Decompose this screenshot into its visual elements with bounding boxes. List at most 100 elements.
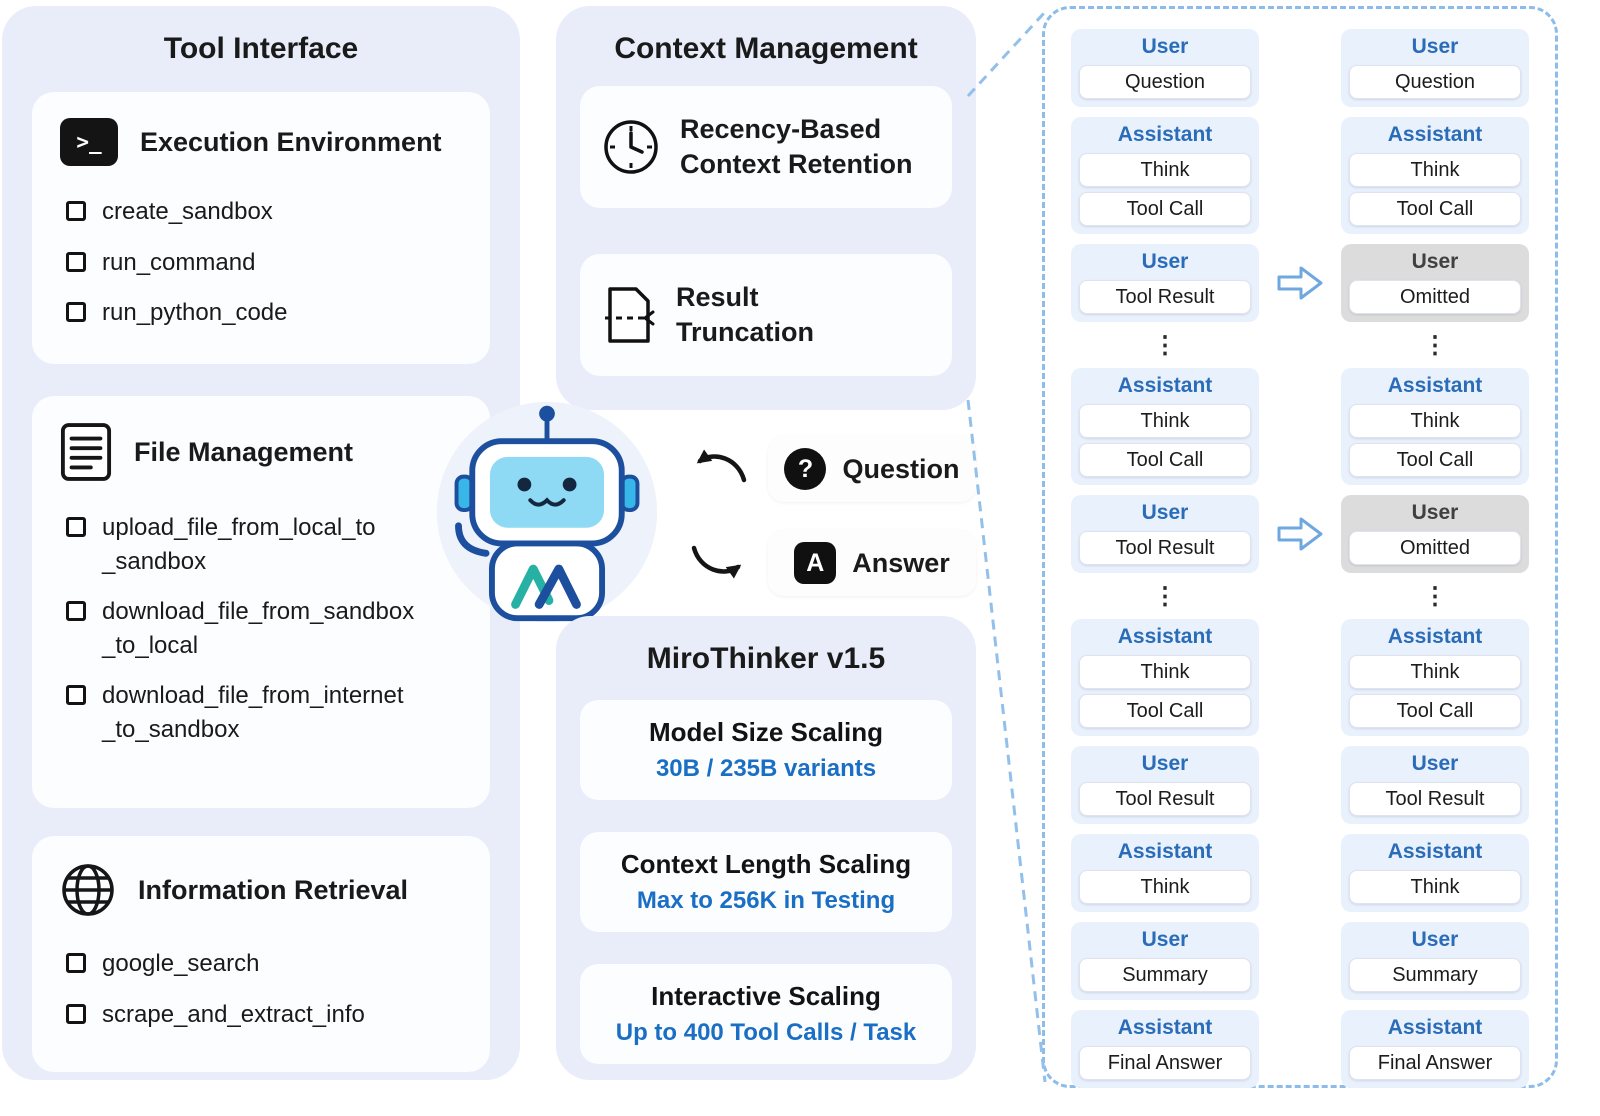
checkbox-bullet-icon (66, 302, 86, 323)
globe-icon (60, 862, 116, 918)
role-label: Assistant (1387, 625, 1483, 648)
feature-subtitle: Up to 400 Tool Calls / Task (615, 1019, 917, 1046)
tool-item-label: run​_command (102, 248, 256, 276)
message-content-box: Final Answer (1349, 1046, 1521, 1080)
role-label: Assistant (1117, 840, 1213, 863)
execution-environment-card: >_ Execution Environment create​_sandbox… (32, 92, 490, 364)
execution-environment-list: create​_sandbox run​_command run​_python​_… (32, 172, 490, 330)
message-content-box: Omitted (1349, 280, 1521, 314)
feature-label: Result Truncation (676, 281, 815, 347)
file-management-card: File Management upload​_file​_from​_loca… (32, 396, 490, 808)
checkbox-bullet-icon (66, 251, 86, 272)
ellipsis: ⋮ (1153, 582, 1177, 610)
ellipsis: ⋮ (1423, 331, 1447, 359)
message-content-box: Summary (1079, 958, 1251, 992)
role-label: Assistant (1117, 1016, 1213, 1039)
message-content-box: Think (1079, 153, 1251, 187)
information-retrieval-header: Information Retrieval (32, 836, 490, 924)
checkbox-bullet-icon (66, 953, 86, 973)
message-content-box: Tool Result (1079, 280, 1251, 314)
result-truncation-card: Result Truncation (580, 254, 952, 376)
tool-item: download​_file​_from​_internet​_to​_sand… (66, 679, 432, 746)
message-content-box: Tool Call (1079, 192, 1251, 226)
feature-subtitle: 30B / 235B variants (655, 755, 877, 782)
tool-interface-panel: Tool Interface >_ Execution Environment … (2, 6, 520, 1080)
context-management-title: Context Management (614, 32, 918, 65)
message-content-box: Omitted (1349, 531, 1521, 565)
tool-item: google​_search (66, 947, 432, 981)
tool-item: run​_python​_code (66, 296, 432, 330)
checkbox-bullet-icon (66, 685, 86, 706)
clock-icon (602, 118, 660, 176)
message-content-box: Question (1349, 65, 1521, 99)
role-label: User (1411, 928, 1459, 951)
role-label: User (1411, 35, 1459, 58)
message-content-box: Tool Call (1079, 694, 1251, 728)
checkbox-bullet-icon (66, 517, 86, 537)
feature-title: Context Length Scaling (620, 849, 912, 879)
ellipsis: ⋮ (1423, 582, 1447, 610)
role-label: User (1141, 501, 1189, 524)
message-content-box: Tool Call (1349, 694, 1521, 728)
answer-card: A Answer (768, 530, 976, 596)
message-content-box: Tool Call (1079, 443, 1251, 477)
tool-item: upload​_file​_from​_local​_to​_sandbox (66, 511, 432, 578)
section-title: Information Retrieval (138, 874, 409, 905)
checkbox-bullet-icon (66, 1003, 86, 1024)
terminal-glyph: >_ (76, 130, 102, 154)
feature-subtitle: Max to 256K in Testing (636, 887, 896, 914)
role-label: User (1141, 928, 1189, 951)
role-label: User (1141, 752, 1189, 775)
terminal-icon: >_ (60, 118, 118, 166)
tool-item-label: create​_sandbox (102, 198, 273, 225)
role-label: User (1411, 250, 1459, 273)
tool-item: run​_command (66, 246, 432, 280)
role-label: User (1141, 35, 1189, 58)
execution-environment-header: >_ Execution Environment (32, 92, 490, 172)
model-size-scaling-card: Model Size Scaling 30B / 235B variants (580, 700, 952, 800)
section-title: Execution Environment (140, 126, 442, 157)
message-content-box: Think (1349, 655, 1521, 689)
checkbox-bullet-icon (66, 601, 86, 622)
answer-icon: A (794, 542, 837, 584)
message-content-box: Tool Result (1349, 782, 1521, 816)
role-label: Assistant (1117, 123, 1213, 146)
truncate-icon (602, 284, 656, 346)
tool-item-label: download​_file​_from​_sandbox​_to​_local (102, 598, 415, 659)
role-label: Assistant (1387, 123, 1483, 146)
context-length-scaling-card: Context Length Scaling Max to 256K in Te… (580, 832, 952, 932)
mirothinker-panel: MiroThinker v1.5 Model Size Scaling 30B … (556, 616, 976, 1080)
file-icon (60, 422, 112, 482)
context-management-panel: Context Management Recency-Based Context… (556, 6, 976, 410)
message-content-box: Final Answer (1079, 1046, 1251, 1080)
tool-interface-title: Tool Interface (163, 32, 359, 65)
feature-title: Interactive Scaling (651, 981, 881, 1011)
role-label: User (1411, 501, 1459, 524)
message-content-box: Think (1349, 153, 1521, 187)
file-management-header: File Management (32, 396, 490, 488)
feature-label: Recency-Based Context Retention (680, 113, 913, 179)
role-label: Assistant (1117, 625, 1213, 648)
role-label: User (1141, 250, 1189, 273)
